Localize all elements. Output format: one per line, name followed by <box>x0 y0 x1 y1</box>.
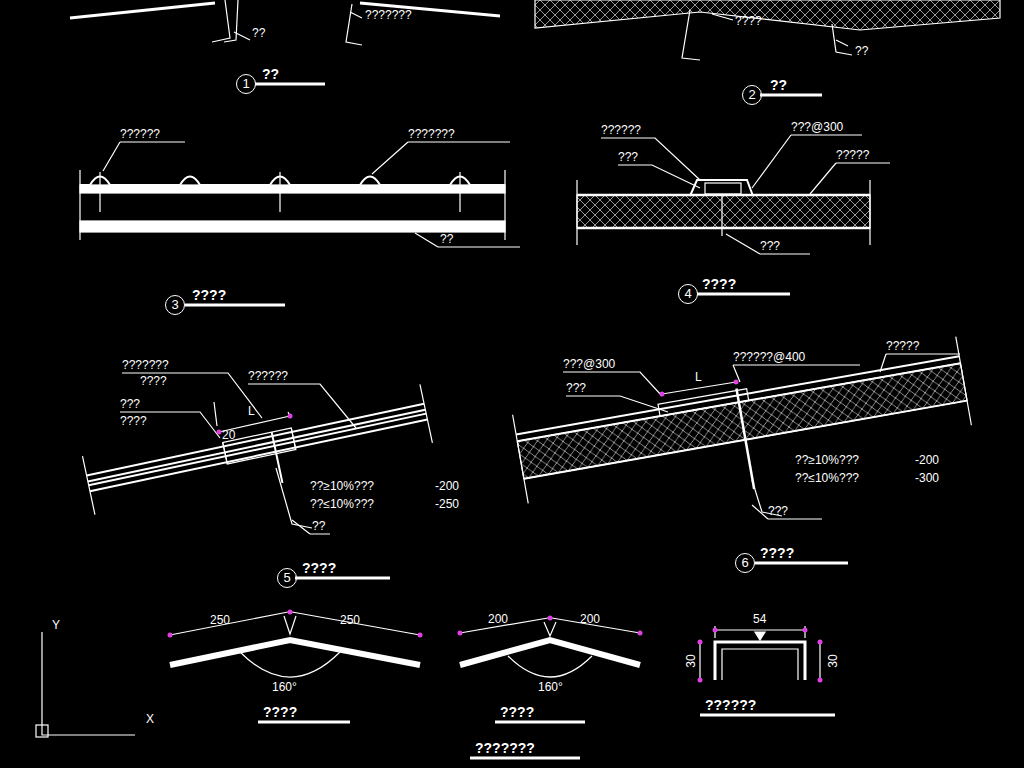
dimension-text: -250 <box>435 497 459 511</box>
callout-circle: 5 <box>277 568 297 588</box>
callout-circle: 6 <box>735 553 755 573</box>
part-label: ??????? <box>365 8 412 22</box>
part-label: ???@300 <box>563 357 615 371</box>
part-label: ?? <box>855 44 868 58</box>
part-label: ??? <box>618 150 638 164</box>
callout-circle: 1 <box>236 74 256 94</box>
callout-circle: 2 <box>742 85 762 105</box>
dimension-text: -300 <box>915 471 939 485</box>
part-label: ?? <box>252 26 265 40</box>
callout-circle: 3 <box>165 295 185 315</box>
part-label: ???? <box>120 414 147 428</box>
part-label: ???? <box>140 374 167 388</box>
detail-title: ??????? <box>475 740 535 756</box>
dimension-text: -200 <box>435 479 459 493</box>
part-label: ??? <box>566 381 586 395</box>
part-label: ?? <box>312 519 325 533</box>
part-label: ??????? <box>122 358 169 372</box>
part-label: ?? <box>440 232 453 246</box>
part-label: L <box>695 370 702 384</box>
detail-title: ?? <box>262 66 279 82</box>
part-label: ??≥10%??? <box>310 479 374 493</box>
detail-title: ???? <box>760 545 794 561</box>
callout-number: 2 <box>748 88 755 102</box>
callout-number: 1 <box>242 77 249 91</box>
part-label: ????? <box>836 148 869 162</box>
part-label: ??≥10%??? <box>795 453 859 467</box>
dimension-text: 30 <box>826 654 840 667</box>
dimension-text: 20 <box>222 428 235 442</box>
part-label: ???@300 <box>791 120 843 134</box>
part-label: ??≤10%??? <box>795 471 859 485</box>
dimension-text: 30 <box>684 654 698 667</box>
part-label: ??≤10%??? <box>310 497 374 511</box>
part-label: ??????? <box>408 127 455 141</box>
dimension-text: -200 <box>915 453 939 467</box>
detail-title: ???? <box>702 276 736 292</box>
detail-title: ???? <box>263 704 297 720</box>
detail-title: ???? <box>302 560 336 576</box>
callout-number: 6 <box>741 556 748 570</box>
dimension-text: 250 <box>340 613 360 627</box>
detail-title: ???? <box>500 704 534 720</box>
dimension-text: 54 <box>753 612 766 626</box>
part-label: ??????@400 <box>733 350 805 364</box>
callout-number: 5 <box>283 571 290 585</box>
part-label: X <box>146 712 154 726</box>
part-label: ???? <box>735 14 762 28</box>
dimension-text: 200 <box>488 612 508 626</box>
part-label: ??? <box>768 504 788 518</box>
part-label: ??? <box>120 397 140 411</box>
part-label: ????? <box>886 339 919 353</box>
part-label: ??? <box>760 239 780 253</box>
callout-circle: 4 <box>678 284 698 304</box>
dimension-text: 250 <box>210 613 230 627</box>
part-label: ?????? <box>248 369 288 383</box>
detail-title: ?????? <box>705 697 756 713</box>
part-label: L <box>248 404 255 418</box>
detail-title: ???? <box>192 287 226 303</box>
detail-title: ?? <box>770 77 787 93</box>
callout-number: 4 <box>684 287 691 301</box>
dimension-text: 200 <box>580 612 600 626</box>
part-label: Y <box>52 618 60 632</box>
dimension-text: 160° <box>538 680 563 694</box>
callout-number: 3 <box>171 298 178 312</box>
dimension-text: 160° <box>272 680 297 694</box>
part-label: ?????? <box>601 123 641 137</box>
part-label: ?????? <box>120 127 160 141</box>
